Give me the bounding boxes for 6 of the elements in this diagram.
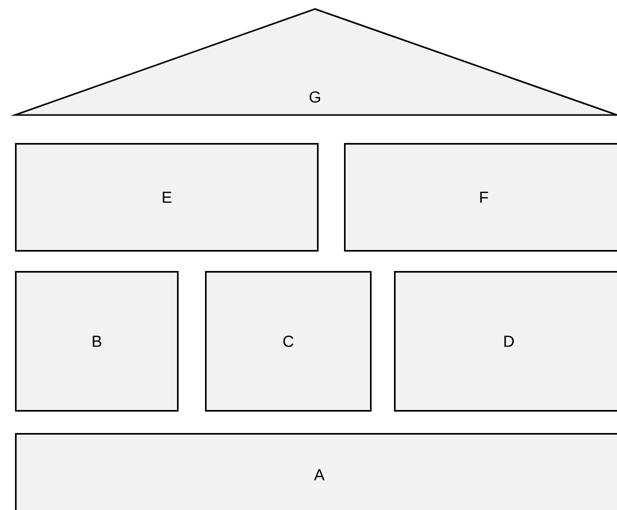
block-box: F xyxy=(344,143,617,252)
block-box: A xyxy=(15,433,617,510)
block-box: C xyxy=(205,271,372,412)
block-box: D xyxy=(394,271,617,412)
block-box: B xyxy=(15,271,179,412)
block-box: E xyxy=(15,143,319,252)
